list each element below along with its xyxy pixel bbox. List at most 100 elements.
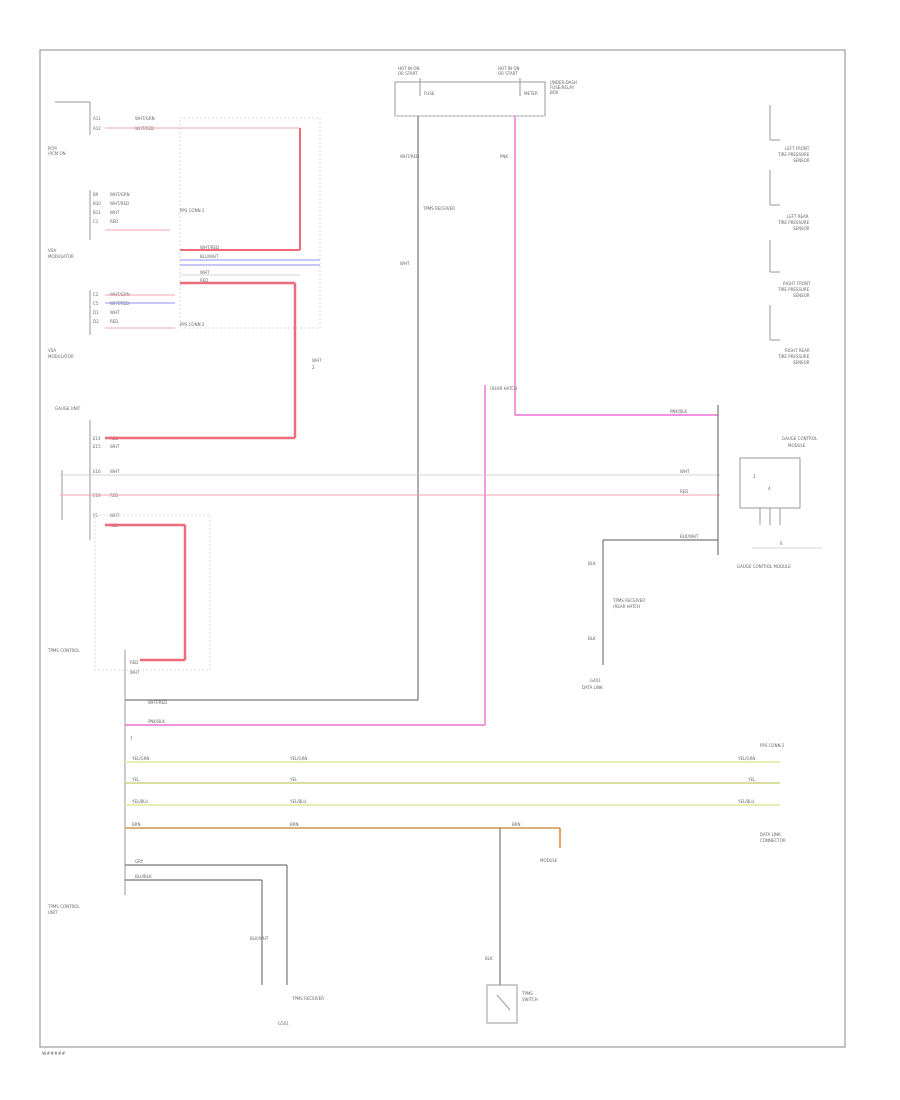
tpms-top-label: TPMS CONTROL — [47, 648, 80, 653]
pin-b10: B10 — [93, 201, 101, 206]
wire-label-fuse1: WHT/RED — [400, 154, 419, 159]
gauge-module-caption: GAUGE CONTROL MODULE — [737, 564, 791, 569]
module-vsa-2: VSA MODULATOR C2 C5 D1 D2 WHT/GRN WHT/RE… — [48, 290, 205, 359]
wire-label-fuse2: PNK — [500, 154, 508, 159]
ground-g401-sub: DATA LINK — [582, 685, 603, 690]
gauge-w3: WHT — [110, 469, 120, 474]
sensor-group: LEFT FRONT TIRE PRESSURE SENSOR LEFT REA… — [769, 105, 811, 365]
pin-e16: E16 — [93, 469, 101, 474]
gnd-wire-label-3: BLK — [588, 636, 596, 641]
fuse2-hot-label: HOT IN ON — [498, 66, 519, 71]
vsa1-w3: WHT — [110, 210, 120, 215]
vsa1-sub: MODULATOR — [48, 254, 74, 259]
wire-label-fuse1b: WHT — [400, 261, 410, 266]
fuse-box-title: UNDER-DASH — [550, 80, 577, 85]
gnd-junction-sub: (REAR HATCH — [613, 604, 640, 609]
pin-c1: C1 — [93, 219, 99, 224]
fuse1-label: FUSE — [424, 91, 435, 96]
dlc-sub: CONNECTOR — [760, 838, 786, 843]
fuse2-label: METER — [524, 91, 538, 96]
pcm-sub: (PCM ON — [48, 151, 66, 156]
tpms-w2: WHT — [130, 670, 140, 675]
pin-e15: E15 — [93, 444, 101, 449]
brown-dest-label: MODULE — [540, 858, 558, 863]
bus-label-1: WHT/RED — [200, 245, 219, 250]
gcm-pin-6: 6 — [780, 541, 783, 546]
bottom-ground-wires: GRY BLU/BLK BLK/WHT TPMS RECEIVER G501 B… — [125, 828, 501, 1026]
bus-w3c: YEL/BLU — [737, 799, 754, 804]
tpms-unit-label: TPMS CONTROL — [47, 904, 80, 909]
sensor-lf-sub2: SENSOR — [793, 158, 810, 163]
bus-label-4: RED — [200, 278, 208, 283]
switch-sub: SWITCH — [522, 997, 538, 1002]
pin-d1: D1 — [93, 310, 99, 315]
bus-w1c: YEL/GRN — [737, 756, 755, 761]
dlc-label: DATA LINK — [760, 832, 781, 837]
fuse-box-title-3: BOX — [550, 90, 559, 95]
fuse2-hot-sub: OR START — [498, 71, 518, 76]
wire-fuse2-feed: PNK PNK/BLK PNK/BLK (REAR HATCH — [125, 116, 718, 726]
vsa1-w1: WHT/GRN — [110, 192, 130, 197]
vsa2-label: VSA — [48, 348, 56, 353]
gcm-pin-4: 4 — [768, 486, 771, 491]
sensor-lr-label: LEFT REAR — [787, 214, 809, 219]
ground-g401: G401 — [590, 678, 601, 683]
bus-w2c: YEL — [747, 777, 756, 782]
pin-f5: F5 — [93, 513, 98, 518]
gnd-junction-label: TPMS RECEIVER — [612, 598, 645, 603]
sensor-lf-label: LEFT FRONT — [785, 146, 810, 151]
gnd-wire-label: BLK/WHT — [680, 534, 699, 539]
sensor-rr-label: RIGHT REAR — [785, 348, 810, 353]
vsa1-label: VSA — [48, 248, 56, 253]
vsa1-note: PPS CONN 2 — [180, 208, 205, 213]
pcm-label: PCM — [48, 146, 57, 151]
footer-code: W##### — [42, 1051, 66, 1057]
wire-label-bottom-wht: WHT/RED — [148, 700, 167, 705]
wire-fuse1-feed: WHT/RED TPMS RECEIVER WHT WHT/RED — [125, 116, 455, 705]
junction-label-1: TPMS RECEIVER — [422, 206, 455, 211]
sensor-rf-label: RIGHT FRONT — [783, 281, 811, 286]
wire-label-right-red: RED — [680, 489, 688, 494]
bus-w3b: YEL/BLU — [289, 799, 306, 804]
gnd-wire-label-2: BLK — [588, 561, 596, 566]
vsa2-note: PPS CONN 2 — [180, 322, 205, 327]
vsa2-sub: MODULATOR — [48, 354, 74, 359]
bus-label-6: 2 — [312, 365, 315, 370]
gauge-module-sub: MODULE — [788, 443, 806, 448]
tpms-unit-sub: UNIT — [48, 910, 58, 915]
bottom-junction-label: TPMS RECEIVER — [291, 996, 324, 1001]
switch-wire-label: BLK — [485, 956, 493, 961]
module-vsa-1: VSA MODULATOR B9 B10 B11 C1 WHT/GRN WHT/… — [48, 190, 205, 259]
pin-b9: B9 — [93, 192, 99, 197]
bgw-3: BLK/WHT — [250, 936, 269, 941]
vsa2-w4: RED — [110, 319, 118, 324]
pin-c2: C2 — [93, 292, 99, 297]
bus-w4b: BRN — [290, 822, 299, 827]
sensor-rr-sub: TIRE PRESSURE — [777, 354, 810, 359]
gauge-w5: WHT — [110, 513, 120, 518]
bus-label-5: WHT — [312, 358, 322, 363]
sensor-lf-sub: TIRE PRESSURE — [777, 152, 810, 157]
switch-label: TPMS — [521, 991, 533, 996]
sensor-lr-sub2: SENSOR — [793, 226, 810, 231]
bgw-1: GRY — [135, 859, 144, 864]
pin-d2: D2 — [93, 319, 99, 324]
wire-gauge-ground: BLK/WHT BLK TPMS RECEIVER (REAR HATCH BL… — [582, 534, 718, 690]
module-gauge-unit-left: GAUGE UNIT E14 E15 RED WHT E16 WHT E19 R… — [55, 406, 120, 540]
vsa1-w2: WHT/RED — [110, 201, 129, 206]
gauge-w2: WHT — [110, 444, 120, 449]
sensor-rr-sub2: SENSOR — [793, 360, 810, 365]
bus-label-2: BLU/WHT — [200, 254, 219, 259]
bus-w1: YEL/GRN — [131, 756, 149, 761]
bus-w1b: YEL/GRN — [289, 756, 307, 761]
module-pcm: PCM (PCM ON A11 A12 WHT/GRN WHT/RED — [48, 101, 155, 156]
tpms-w1: RED — [130, 660, 138, 665]
bgw-2: BLU/BLK — [135, 874, 152, 879]
bus-label-3: WHT — [200, 270, 210, 275]
bus-w3: YEL/BLU — [131, 799, 148, 804]
pin-c5: C5 — [93, 301, 99, 306]
wire-label-right-wht: WHT — [680, 469, 690, 474]
bus-w4c: BRN — [512, 822, 521, 827]
wire-label-pcm1: WHT/GRN — [135, 116, 155, 121]
